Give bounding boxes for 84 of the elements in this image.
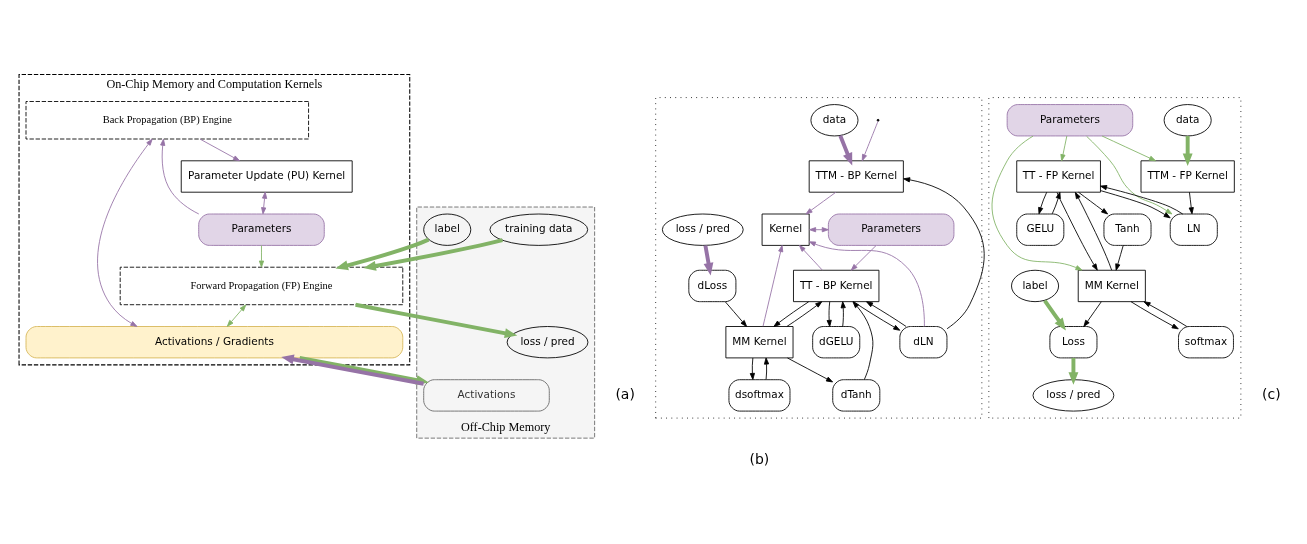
- node-box: LN: [1169, 213, 1218, 246]
- node-box: dLN: [899, 326, 948, 359]
- arrow: [850, 245, 877, 271]
- node-ellipse: loss / pred: [1032, 379, 1115, 412]
- arrow: [281, 354, 424, 386]
- arrow: [903, 177, 985, 330]
- arrow: [363, 238, 503, 271]
- arrow: [809, 227, 829, 233]
- node-box: Forward Propagation (FP) Engine: [119, 266, 404, 306]
- arrow: [826, 301, 832, 327]
- arrow: [1143, 301, 1188, 327]
- node-box: dTanh: [832, 379, 881, 412]
- arrow: [799, 245, 823, 271]
- arrow: [861, 120, 879, 162]
- arrow: [1100, 185, 1184, 215]
- arrow: [724, 301, 748, 327]
- node-box: Parameter Update (PU) Kernel: [180, 160, 353, 193]
- arrow: [1130, 301, 1179, 330]
- arrow: [261, 191, 268, 215]
- arrow: [1100, 190, 1171, 219]
- node-box: MM Kernel: [1077, 269, 1146, 303]
- node-box: TT - FP Kernel: [1016, 160, 1101, 193]
- node-ellipse: training data: [489, 213, 589, 246]
- node-box: Back Propagation (BP) Engine: [25, 101, 309, 140]
- node-box: TTM - FP Kernel: [1140, 160, 1235, 193]
- arrow: [1074, 192, 1113, 271]
- arrow: [703, 245, 714, 276]
- arrow: [866, 301, 907, 327]
- arrow: [852, 301, 874, 380]
- arrow: [805, 191, 837, 215]
- arrow: [773, 301, 810, 327]
- arrow: [762, 245, 784, 327]
- arrow: [1115, 245, 1124, 271]
- node-box: Kernel: [761, 213, 810, 246]
- node-box: Loss: [1049, 326, 1098, 359]
- arrow: [1060, 135, 1068, 162]
- label: (c): [1262, 385, 1281, 402]
- arrow: [299, 356, 429, 385]
- arrow: [1043, 299, 1066, 331]
- arrow: [1038, 191, 1048, 215]
- arrow: [1083, 301, 1102, 327]
- arrow: [1086, 135, 1173, 215]
- arrow: [1056, 192, 1098, 271]
- arrow: [786, 301, 823, 327]
- node-box: GELU: [1016, 213, 1065, 246]
- label: (b): [749, 451, 770, 468]
- arrow: [199, 138, 240, 162]
- arrow: [97, 138, 153, 327]
- node-box: dsoftmax: [728, 379, 791, 412]
- node-box: TTM - BP Kernel: [808, 160, 904, 193]
- arrow: [226, 304, 247, 327]
- arrow: [1101, 135, 1156, 162]
- arrow: [840, 301, 846, 327]
- node-ellipse: data: [1163, 104, 1212, 137]
- node-box: Tanh: [1103, 213, 1152, 246]
- arrow: [749, 357, 755, 380]
- arrow: [838, 135, 853, 166]
- arrow: [1182, 136, 1193, 167]
- node-ellipse: label: [423, 213, 472, 246]
- node-box: Activations: [423, 379, 550, 412]
- arrow: [763, 357, 770, 380]
- node-box: dGELU: [812, 326, 861, 359]
- node-box: TT - BP Kernel: [793, 269, 880, 303]
- node-box: Activations / Gradients: [25, 326, 404, 359]
- node-box: Parameters: [827, 213, 955, 246]
- arrow: [808, 241, 925, 327]
- arrow: [787, 357, 834, 383]
- node-box: Parameters: [1006, 104, 1134, 137]
- arrow: [991, 135, 1083, 271]
- node-ellipse: loss / pred: [661, 213, 744, 246]
- arrow: [853, 301, 901, 331]
- node-ellipse: label: [1011, 269, 1060, 303]
- label: (a): [615, 385, 635, 402]
- node-box: softmax: [1178, 326, 1234, 359]
- node-ellipse: data: [810, 104, 859, 137]
- arrow: [160, 138, 200, 215]
- node-box: Parameters: [198, 213, 325, 246]
- arrow: [1078, 191, 1109, 215]
- arrow: [1051, 191, 1061, 215]
- node-box: dLoss: [688, 269, 737, 303]
- arrow: [258, 245, 265, 268]
- arrow: [335, 237, 430, 271]
- arrow: [1188, 191, 1194, 215]
- node-box: MM Kernel: [725, 326, 794, 359]
